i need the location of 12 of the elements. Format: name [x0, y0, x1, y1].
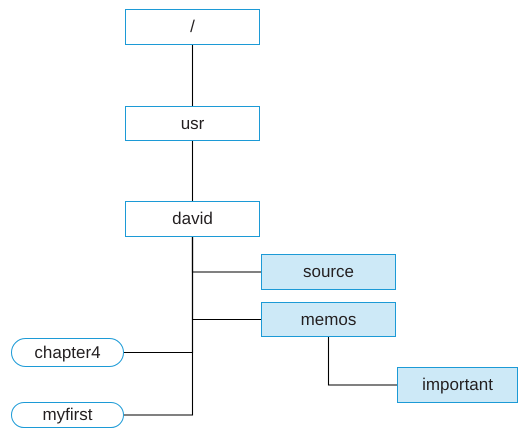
file-node: chapter4 — [11, 338, 124, 367]
connector-line — [328, 337, 397, 386]
folder-box: memos — [261, 302, 396, 337]
connector-line — [192, 141, 194, 201]
directory-box: david — [125, 201, 260, 237]
folder-box: source — [261, 254, 396, 290]
folder-box: important — [397, 367, 518, 403]
connector-line — [192, 45, 194, 106]
directory-box: usr — [125, 106, 260, 141]
connector-line — [124, 237, 194, 416]
file-node: myfirst — [11, 402, 124, 428]
directory-box: / — [125, 9, 260, 45]
